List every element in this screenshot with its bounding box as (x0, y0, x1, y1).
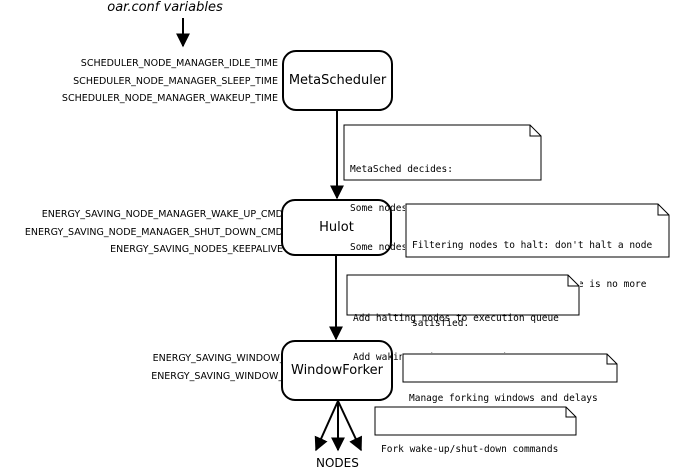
note-line: Add halting nodes to execution queue (353, 313, 559, 324)
metascheduler-label: MetaScheduler (288, 73, 387, 88)
execution-queue-note: Add halting nodes to execution queue Add… (346, 274, 580, 363)
fork-commands-note: Fork wake-up/shut-down commands (374, 406, 577, 455)
note-line: Manage forking windows and delays (409, 393, 598, 404)
param-label: ENERGY_SAVING_WINDOW_SIZE (152, 353, 306, 364)
scheduler-params-list: SCHEDULER_NODE_MANAGER_IDLE_TIME SCHEDUL… (62, 55, 278, 108)
metascheduler-node: MetaScheduler (282, 50, 393, 111)
windowforker-params-list: ENERGY_SAVING_WINDOW_SIZE ENERGY_SAVING_… (151, 350, 306, 385)
note-shape (405, 203, 670, 258)
param-label: ENERGY_SAVING_NODE_MANAGER_SHUT_DOWN_CMD (24, 226, 283, 238)
note-line: Fork wake-up/shut-down commands (381, 444, 559, 455)
param-label: ENERGY_SAVING_NODES_KEEPALIVE (110, 244, 283, 255)
note-line: satisfied. (412, 318, 470, 329)
hulot-label: Hulot (319, 220, 354, 235)
param-label: ENERGY_SAVING_WINDOW_TIME (151, 370, 306, 382)
hulot-node: Hulot (281, 199, 392, 256)
windowforker-label: WindowForker (291, 363, 383, 378)
param-label: SCHEDULER_NODE_MANAGER_IDLE_TIME (80, 58, 278, 69)
note-shape (343, 124, 542, 181)
arrow-fork-left (314, 400, 339, 452)
windowforker-node: WindowForker (281, 340, 393, 401)
hulot-params-list: ENERGY_SAVING_NODE_MANAGER_WAKE_UP_CMD E… (25, 206, 283, 259)
diagram-title: oar.conf variables (107, 0, 223, 15)
arrow-fork-right (337, 400, 362, 452)
note-shape (402, 353, 618, 383)
note-shape (374, 406, 577, 436)
note-shape (346, 274, 580, 316)
note-line: MetaSched decides: (350, 164, 453, 175)
nodes-label: NODES (316, 456, 359, 470)
forking-windows-note: Manage forking windows and delays (402, 353, 618, 404)
hulot-filter-note: Filtering nodes to halt: don't halt a no… (405, 203, 670, 329)
param-label: ENERGY_SAVING_NODE_MANAGER_WAKE_UP_CMD (41, 209, 283, 220)
param-label: SCHEDULER_NODE_MANAGER_SLEEP_TIME (73, 75, 278, 87)
metasched-decision-note: MetaSched decides: Some nodes may be hal… (343, 124, 542, 253)
note-line: Filtering nodes to halt: don't halt a no… (412, 240, 653, 251)
param-label: SCHEDULER_NODE_MANAGER_WAKEUP_TIME (61, 93, 278, 104)
